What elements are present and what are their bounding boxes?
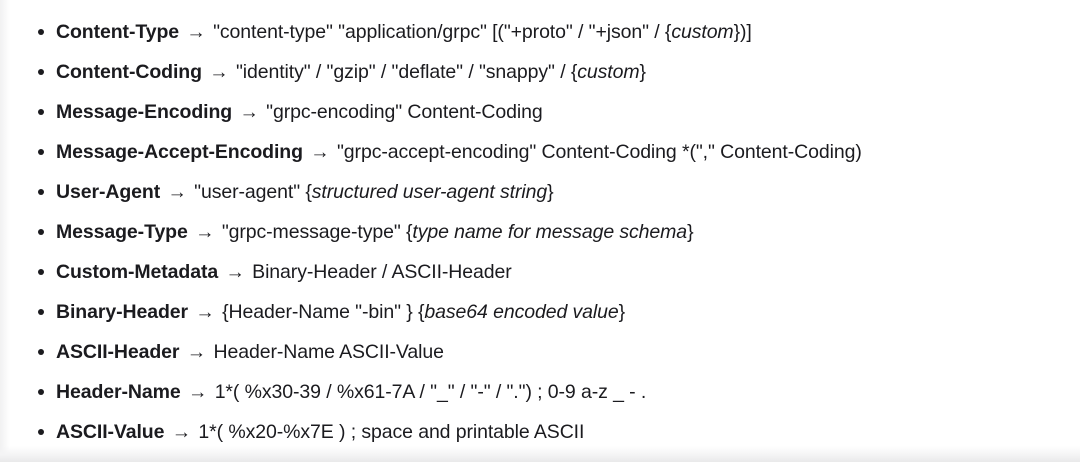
grammar-rule-item: Message-Type → "grpc-message-type" {type… xyxy=(0,212,1080,252)
grammar-rule-item: ASCII-Value → 1*( %x20-%x7E ) ; space an… xyxy=(0,412,1080,452)
rule-literal: "content-type" "application/grpc" [("+pr… xyxy=(213,21,672,43)
grammar-rule-item: Custom-Metadata → Binary-Header / ASCII-… xyxy=(0,252,1080,292)
grammar-rule-item: User-Agent → "user-agent" {structured us… xyxy=(0,172,1080,212)
rule-literal: Binary-Header / ASCII-Header xyxy=(252,261,512,283)
rule-definition: "user-agent" {structured user-agent stri… xyxy=(194,181,553,203)
rule-placeholder: custom xyxy=(577,61,640,83)
rule-definition: {Header-Name "-bin" } {base64 encoded va… xyxy=(222,301,625,323)
rule-literal: "grpc-encoding" Content-Coding xyxy=(266,101,543,123)
rule-name: User-Agent xyxy=(56,181,161,203)
rule-name: Message-Accept-Encoding xyxy=(56,141,303,163)
rule-literal: "grpc-accept-encoding" Content-Coding *(… xyxy=(336,141,862,163)
rule-definition: "grpc-message-type" {type name for messa… xyxy=(222,221,694,243)
rule-arrow-icon: → xyxy=(195,221,215,243)
rule-definition: "grpc-encoding" Content-Coding xyxy=(266,101,543,123)
rule-arrow-icon: → xyxy=(187,381,208,403)
grammar-rule-item: Header-Name → 1*( %x30-39 / %x61-7A / "_… xyxy=(0,372,1080,412)
rule-definition: "identity" / "gzip" / "deflate" / "snapp… xyxy=(236,61,646,83)
rule-literal: Header-Name ASCII-Value xyxy=(213,341,444,363)
rule-arrow-icon: → xyxy=(186,21,206,43)
rule-arrow-icon: → xyxy=(195,301,215,323)
rule-definition: Header-Name ASCII-Value xyxy=(213,341,443,363)
grammar-rule-item: Content-Type → "content-type" "applicati… xyxy=(0,12,1080,52)
rule-literal: } xyxy=(547,181,554,203)
rule-literal: } xyxy=(639,61,647,83)
rule-name: ASCII-Value xyxy=(56,421,165,443)
grammar-rule-list: Content-Type → "content-type" "applicati… xyxy=(0,12,1080,452)
rule-literal: } xyxy=(618,301,626,323)
rule-definition: Binary-Header / ASCII-Header xyxy=(252,261,512,283)
grammar-rule-item: Message-Encoding → "grpc-encoding" Conte… xyxy=(0,92,1080,132)
rule-definition: "grpc-accept-encoding" Content-Coding *(… xyxy=(337,141,862,163)
rule-name: Content-Coding xyxy=(56,61,202,83)
rule-arrow-icon: → xyxy=(171,421,192,443)
rule-name: Binary-Header xyxy=(56,301,189,323)
rule-name: Message-Encoding xyxy=(56,101,233,123)
rule-name: Custom-Metadata xyxy=(56,261,219,283)
rule-name: Header-Name xyxy=(56,381,181,403)
rule-literal: "user-agent" { xyxy=(194,181,312,203)
rule-arrow-icon: → xyxy=(167,181,187,203)
rule-literal: "grpc-message-type" { xyxy=(221,221,413,243)
rule-literal: {Header-Name "-bin" } { xyxy=(222,301,425,323)
rule-literal: 1*( %x30-39 / %x61-7A / "_" / "-" / ".")… xyxy=(214,381,647,403)
rule-arrow-icon: → xyxy=(310,141,330,163)
rule-arrow-icon: → xyxy=(225,261,245,283)
grammar-rule-item: Content-Coding → "identity" / "gzip" / "… xyxy=(0,52,1080,92)
rule-placeholder: type name for message schema xyxy=(412,221,688,243)
rule-arrow-icon: → xyxy=(209,61,229,83)
rule-literal: "identity" / "gzip" / "deflate" / "snapp… xyxy=(235,61,578,83)
grammar-rule-item: Binary-Header → {Header-Name "-bin" } {b… xyxy=(0,292,1080,332)
rule-literal: 1*( %x20-%x7E ) ; space and printable AS… xyxy=(198,421,585,443)
rule-placeholder: custom xyxy=(671,21,734,43)
rule-arrow-icon: → xyxy=(186,341,207,363)
rule-literal: } xyxy=(687,221,694,243)
rule-name: Message-Type xyxy=(56,221,188,243)
rule-literal: })] xyxy=(733,21,752,43)
rule-name: Content-Type xyxy=(56,21,180,43)
rule-definition: "content-type" "application/grpc" [("+pr… xyxy=(213,21,752,43)
rule-definition: 1*( %x30-39 / %x61-7A / "_" / "-" / ".")… xyxy=(215,381,647,403)
rule-definition: 1*( %x20-%x7E ) ; space and printable AS… xyxy=(198,421,584,443)
rule-placeholder: structured user-agent string xyxy=(311,181,548,203)
grammar-rule-item: ASCII-Header → Header-Name ASCII-Value xyxy=(0,332,1080,372)
rule-placeholder: base64 encoded value xyxy=(424,301,619,323)
grammar-rule-item: Message-Accept-Encoding → "grpc-accept-e… xyxy=(0,132,1080,172)
rule-name: ASCII-Header xyxy=(56,341,180,363)
rule-arrow-icon: → xyxy=(239,101,259,123)
